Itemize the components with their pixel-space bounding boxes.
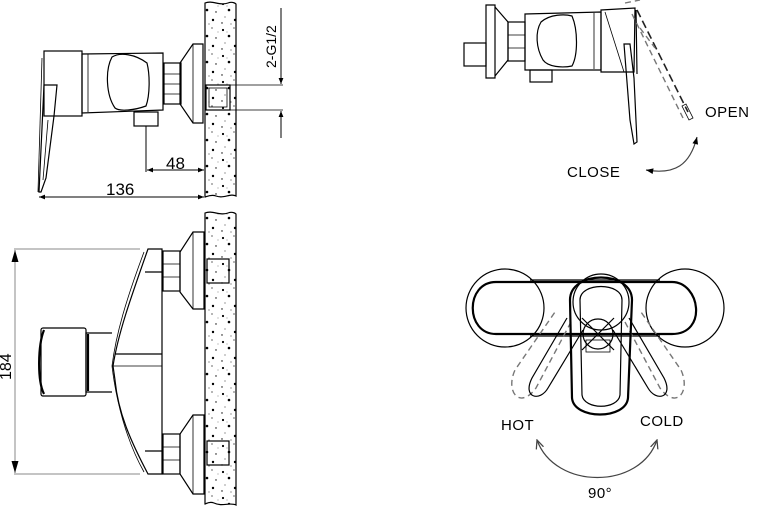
dimension-label-136: 136 — [106, 180, 135, 199]
wall-fitting-lower — [206, 440, 230, 466]
flange-upper — [179, 231, 205, 310]
lever-base-rt — [600, 7, 636, 73]
hex-nut — [163, 62, 182, 105]
front-body — [112, 248, 163, 475]
label-rotation-angle: 90° — [588, 485, 613, 502]
hex-nut-rt — [507, 21, 526, 62]
lever-cold-position — [624, 311, 685, 399]
front-view — [11, 211, 237, 506]
lever-side-view — [463, 0, 699, 175]
wall-fitting — [205, 84, 231, 111]
body-rt — [524, 11, 602, 71]
wall-section-upper — [204, 1, 237, 198]
side-view — [37, 1, 284, 200]
outlet-rt — [529, 69, 553, 83]
lever-closed — [623, 43, 638, 146]
lever-open-phantom — [636, 9, 689, 113]
label-cold: COLD — [640, 413, 684, 430]
lever-base — [43, 50, 83, 117]
hot-cold-rotation-arrow — [537, 440, 657, 479]
flange-lower — [179, 414, 205, 495]
wall-fitting-upper — [206, 258, 230, 284]
dimension-label-thread: 2-G1/2 — [263, 25, 279, 68]
inlet-stub — [463, 42, 487, 67]
hex-nut-lower — [162, 433, 181, 475]
escutcheon-left — [465, 268, 545, 348]
flange-rt — [485, 4, 496, 79]
wall-flange — [179, 43, 204, 124]
label-close: CLOSE — [567, 164, 621, 181]
label-hot: HOT — [501, 417, 535, 434]
dimension-label-48: 48 — [166, 154, 185, 173]
lever-center — [568, 276, 634, 416]
lever-hot-position — [511, 311, 572, 399]
cartridge-center — [582, 318, 614, 350]
label-open: OPEN — [705, 104, 750, 121]
outlet-stub — [133, 111, 159, 127]
hex-nut-upper — [162, 250, 181, 292]
body-top-outline — [471, 280, 698, 336]
top-view — [465, 268, 725, 479]
wall-section-lower — [204, 211, 237, 506]
cartridge-housing — [85, 332, 112, 393]
mixer-body — [81, 52, 164, 114]
body-grip-recess — [106, 53, 150, 111]
open-close-rotation-arrow — [645, 136, 699, 175]
handle-cap — [40, 327, 87, 397]
escutcheon-right — [645, 268, 725, 348]
dimension-label-184: 184 — [0, 353, 15, 380]
lever-handle — [38, 84, 58, 193]
